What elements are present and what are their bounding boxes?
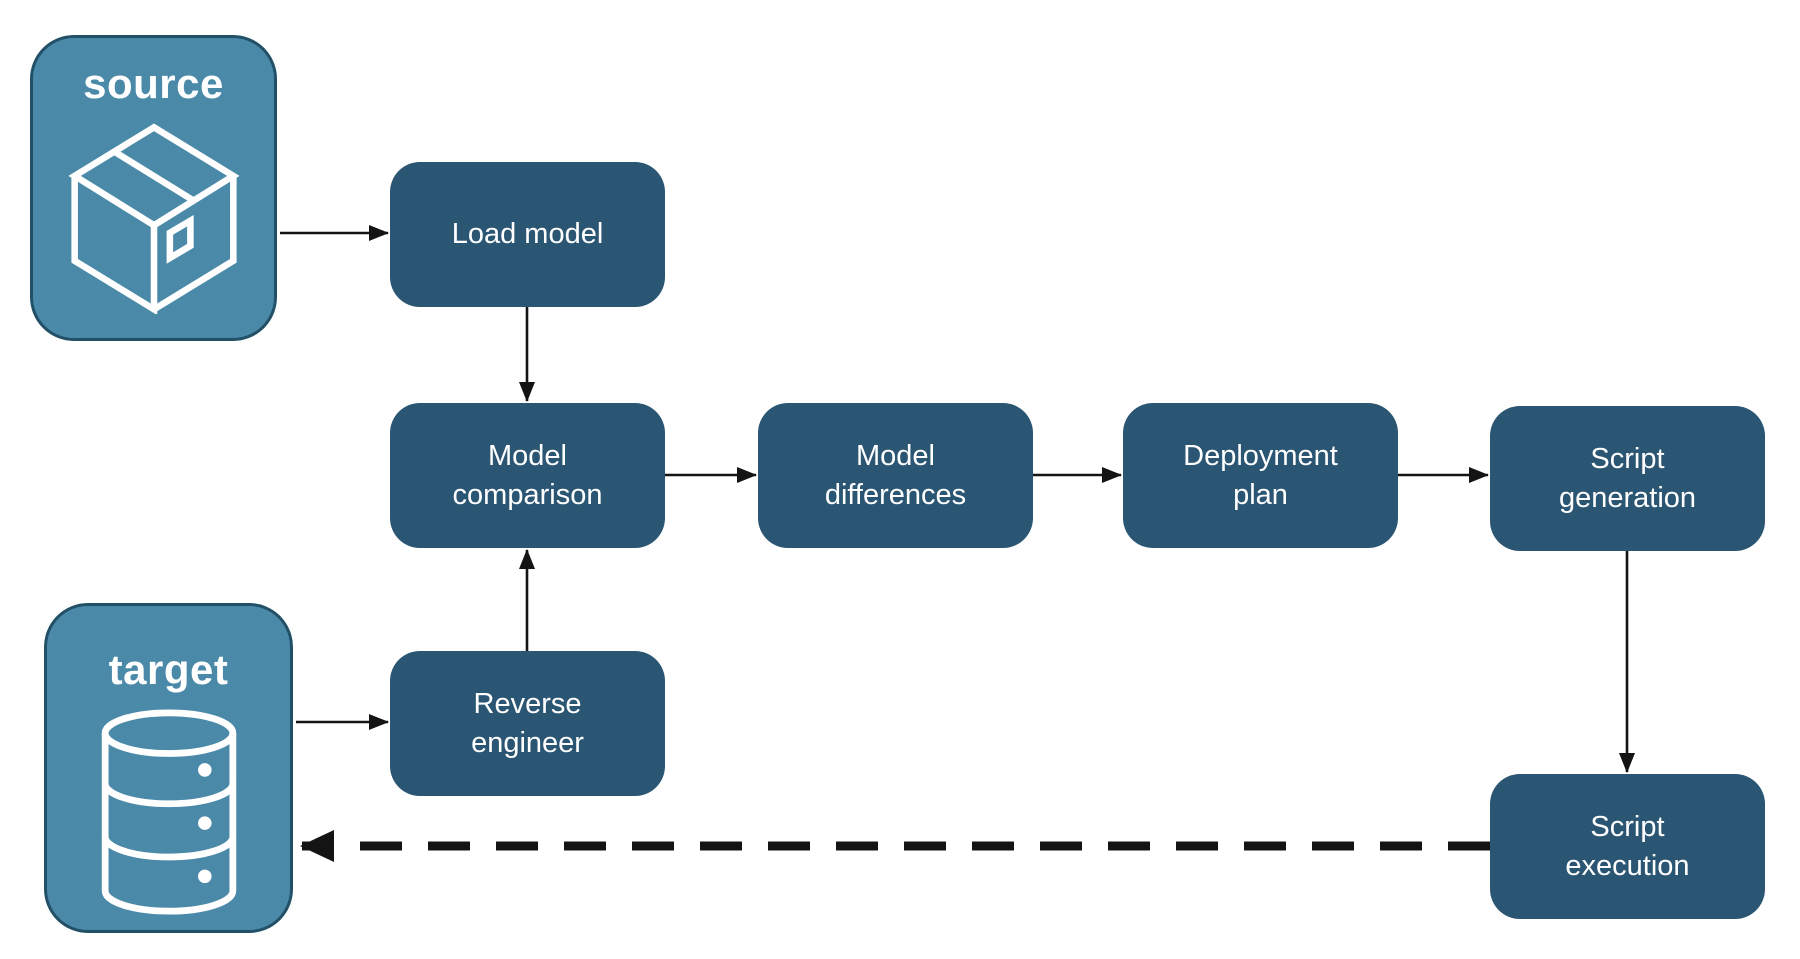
node-load-model: Load model <box>390 162 665 307</box>
target-label: target <box>108 646 229 693</box>
package-box-icon <box>67 123 240 314</box>
source-label: source <box>83 60 224 107</box>
node-label: Deployment plan <box>1183 439 1338 511</box>
node-model-comparison: Model comparison <box>390 403 665 548</box>
database-icon <box>101 709 236 915</box>
node-script-execution: Script execution <box>1490 774 1765 919</box>
node-label: Script generation <box>1558 442 1697 514</box>
node-label: Reverse engineer <box>471 687 584 759</box>
node-label: Model comparison <box>452 439 603 511</box>
source-container: source <box>30 35 277 341</box>
node-model-differences: Model differences <box>758 403 1033 548</box>
node-label: Load model <box>451 218 604 250</box>
target-container: target <box>44 603 293 933</box>
node-deployment-plan: Deployment plan <box>1123 403 1398 548</box>
node-reverse-engineer: Reverse engineer <box>390 651 665 796</box>
node-script-generation: Script generation <box>1490 406 1765 551</box>
node-label: Script execution <box>1565 810 1690 882</box>
node-label: Model differences <box>824 439 967 511</box>
